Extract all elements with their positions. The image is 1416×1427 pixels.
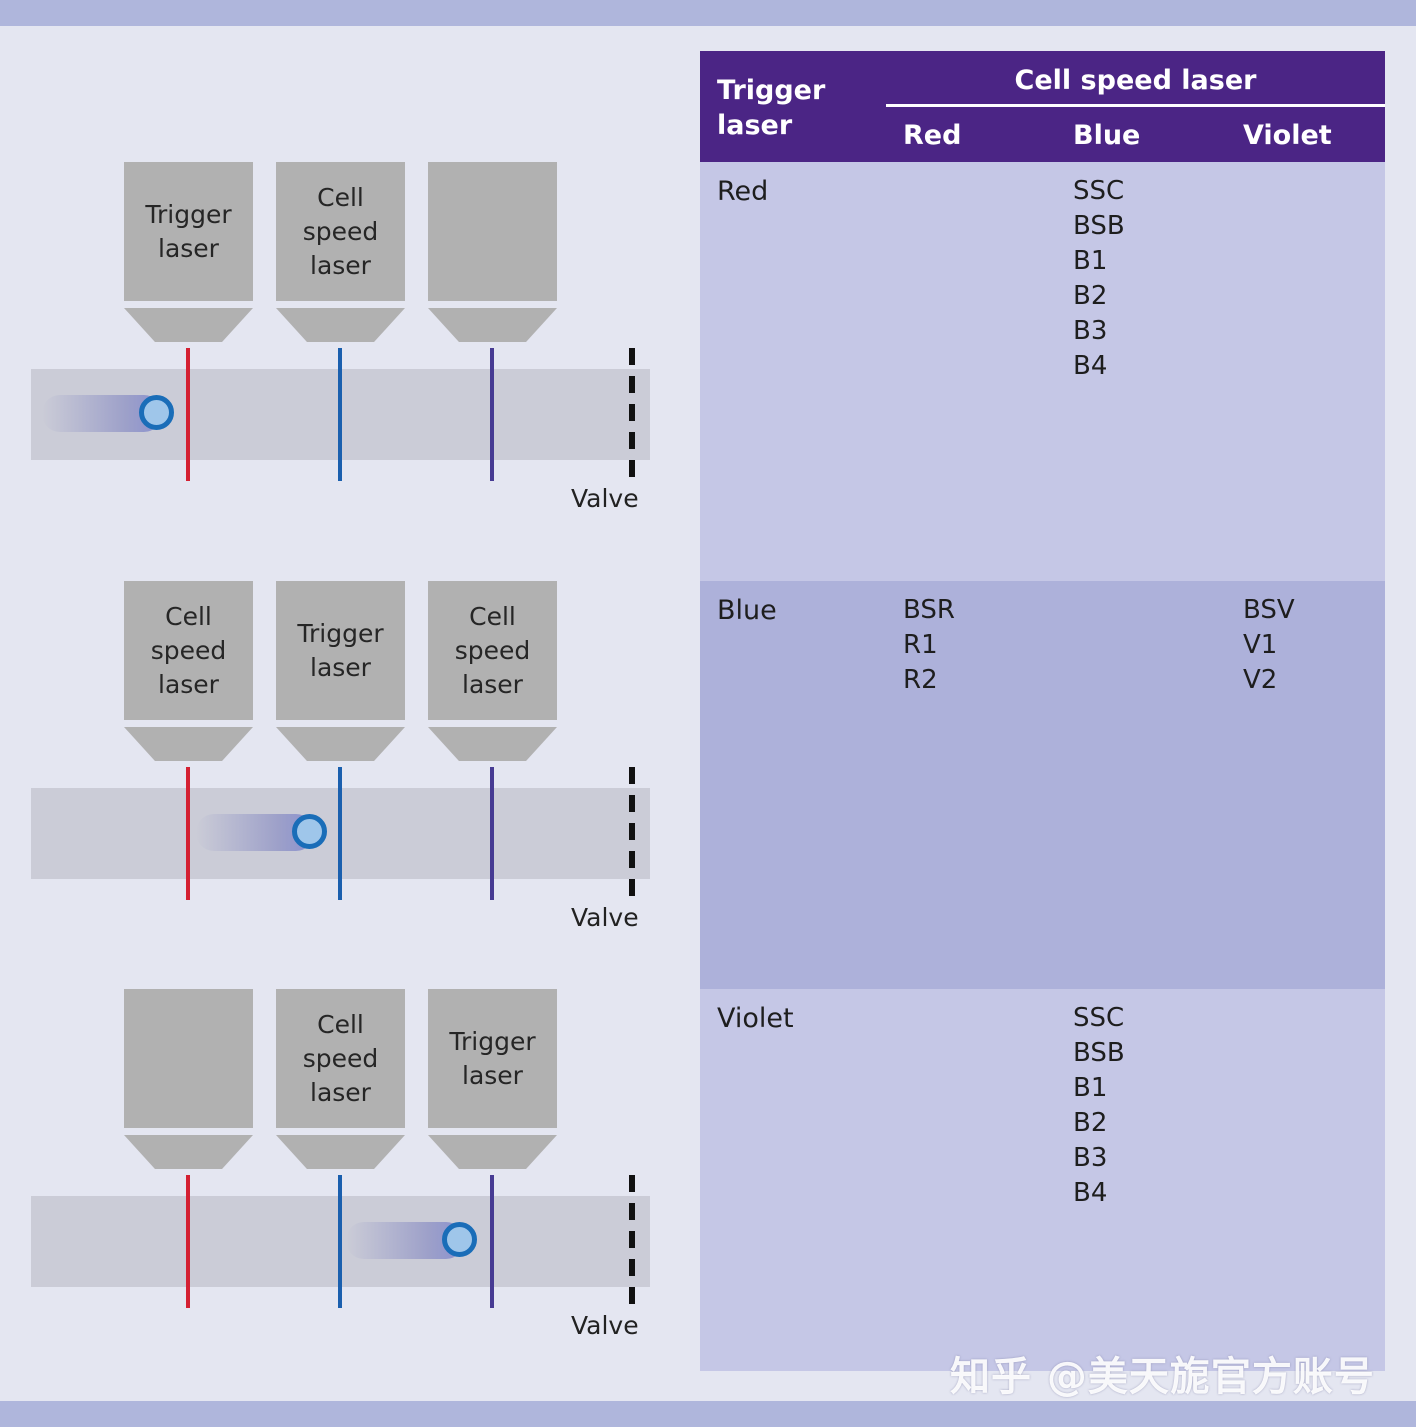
blue-laser-beam	[338, 767, 342, 900]
header-col-red: Red	[903, 120, 962, 151]
detector-item: BSV	[1243, 595, 1295, 625]
detector-item: B4	[1073, 1178, 1108, 1208]
violet-laser-beam	[490, 1175, 494, 1308]
laser-box-3: Trigger laser	[428, 989, 557, 1128]
valve-line	[629, 348, 635, 481]
row-label: Red	[717, 176, 769, 207]
laser-box-1: Cell speed laser	[124, 581, 253, 720]
red-laser-beam	[186, 348, 190, 481]
laser-box-2: Trigger laser	[276, 581, 405, 720]
valve-line	[629, 767, 635, 900]
laser-nozzle	[276, 308, 405, 342]
detector-item: R1	[903, 630, 938, 660]
row-label: Violet	[717, 1003, 794, 1034]
laser-box-3	[428, 162, 557, 301]
detector-item: B4	[1073, 351, 1108, 381]
top-band	[0, 0, 1416, 26]
laser-nozzle	[428, 727, 557, 761]
red-laser-beam	[186, 767, 190, 900]
violet-laser-beam	[490, 767, 494, 900]
valve-label: Valve	[571, 484, 639, 513]
diagram-3: Cell speed laser Trigger laser Valve	[0, 989, 690, 1389]
detector-item: SSC	[1073, 176, 1125, 206]
detector-item: V2	[1243, 665, 1278, 695]
bottom-band	[0, 1401, 1416, 1427]
detector-item: R2	[903, 665, 938, 695]
header-divider	[886, 104, 1385, 107]
detector-item: BSB	[1073, 211, 1125, 241]
header-cell-speed-laser: Cell speed laser	[1014, 65, 1257, 96]
laser-nozzle	[124, 727, 253, 761]
laser-nozzle	[276, 1135, 405, 1169]
cell-icon	[292, 814, 327, 849]
header-trigger-laser: Trigger laser	[717, 75, 826, 141]
detector-item: BSB	[1073, 1038, 1125, 1068]
cell-icon	[139, 395, 174, 430]
cell-icon	[442, 1222, 477, 1257]
detector-item: SSC	[1073, 1003, 1125, 1033]
valve-label: Valve	[571, 903, 639, 932]
table-header: Trigger laser Cell speed laser Red Blue …	[700, 51, 1385, 162]
laser-nozzle	[428, 308, 557, 342]
blue-laser-beam	[338, 1175, 342, 1308]
diagram-2: Cell speed laser Trigger laser Cell spee…	[0, 581, 690, 981]
laser-box-2: Cell speed laser	[276, 162, 405, 301]
header-col-blue: Blue	[1073, 120, 1141, 151]
blue-laser-beam	[338, 348, 342, 481]
diagram-1: Trigger laser Cell speed laser Valve	[0, 162, 690, 562]
valve-line	[629, 1175, 635, 1308]
header-col-violet: Violet	[1243, 120, 1332, 151]
laser-box-3: Cell speed laser	[428, 581, 557, 720]
detector-table: Trigger laser Cell speed laser Red Blue …	[700, 51, 1385, 1371]
laser-nozzle	[124, 308, 253, 342]
detector-item: B1	[1073, 1073, 1108, 1103]
row-label: Blue	[717, 595, 777, 626]
detector-item: B2	[1073, 281, 1108, 311]
red-laser-beam	[186, 1175, 190, 1308]
detector-item: V1	[1243, 630, 1278, 660]
laser-nozzle	[124, 1135, 253, 1169]
detector-item: B1	[1073, 246, 1108, 276]
detector-item: B3	[1073, 1143, 1108, 1173]
laser-box-1	[124, 989, 253, 1128]
detector-item: B2	[1073, 1108, 1108, 1138]
violet-laser-beam	[490, 348, 494, 481]
detector-item: BSR	[903, 595, 955, 625]
laser-nozzle	[428, 1135, 557, 1169]
laser-box-2: Cell speed laser	[276, 989, 405, 1128]
detector-item: B3	[1073, 316, 1108, 346]
watermark: 知乎 @美天旎官方账号	[950, 1354, 1375, 1400]
laser-box-1: Trigger laser	[124, 162, 253, 301]
valve-label: Valve	[571, 1311, 639, 1340]
laser-nozzle	[276, 727, 405, 761]
